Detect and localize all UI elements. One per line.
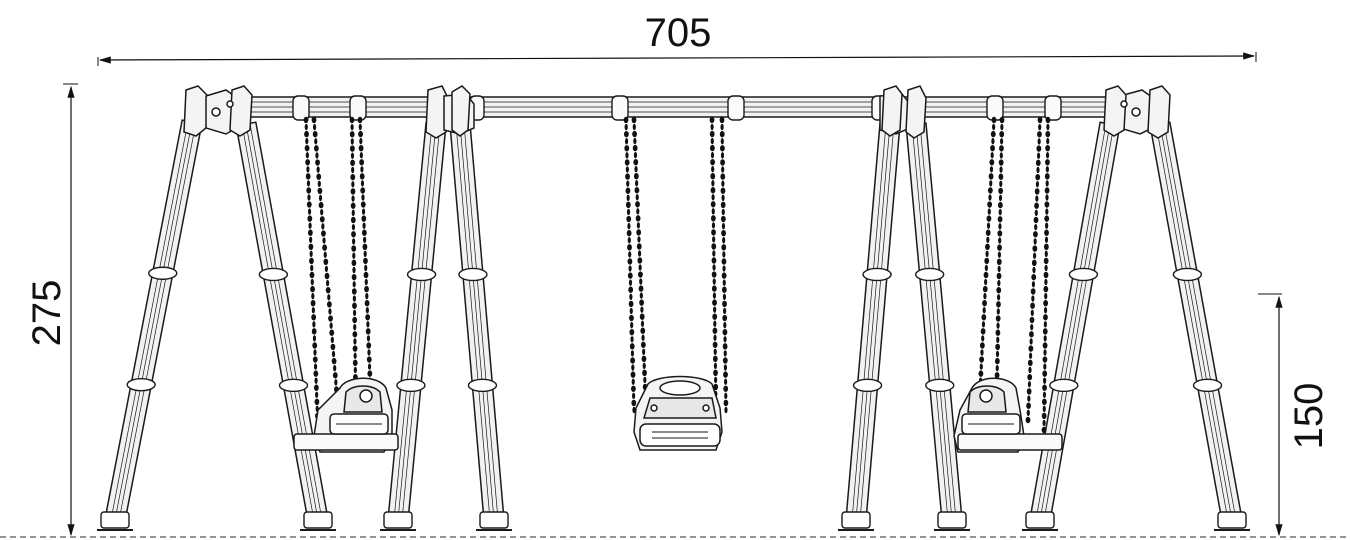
frame-leg bbox=[380, 122, 447, 531]
frame-legs bbox=[97, 119, 1250, 531]
seat-height-dimension-label: 150 bbox=[1287, 383, 1331, 450]
frame-leg bbox=[838, 122, 901, 531]
width-dimension: 705 bbox=[97, 11, 1257, 66]
beam-clamps bbox=[292, 95, 1062, 121]
seat-right bbox=[953, 377, 1063, 453]
chain bbox=[1041, 116, 1051, 434]
chain bbox=[1025, 116, 1043, 424]
chain bbox=[975, 116, 997, 434]
seat-height-dimension: 150 bbox=[1258, 293, 1331, 537]
height-dimension: 275 bbox=[25, 83, 78, 537]
frame-leg bbox=[449, 122, 512, 531]
frame-leg bbox=[97, 119, 203, 531]
top-beam bbox=[204, 96, 1161, 118]
chain bbox=[709, 116, 719, 412]
frame-leg bbox=[1149, 121, 1250, 531]
chain bbox=[349, 116, 359, 424]
frame-leg bbox=[235, 121, 336, 531]
chain bbox=[719, 116, 729, 414]
width-dimension-label: 705 bbox=[645, 11, 712, 55]
seat-left bbox=[293, 377, 399, 453]
frame-leg bbox=[905, 122, 970, 531]
height-dimension-label: 275 bbox=[25, 280, 69, 347]
apex-connectors bbox=[183, 85, 1171, 139]
frame-leg bbox=[1022, 121, 1121, 531]
chain bbox=[631, 116, 649, 412]
width-dimension-line bbox=[98, 52, 1256, 64]
seat-center bbox=[633, 375, 723, 451]
chain bbox=[623, 116, 637, 414]
